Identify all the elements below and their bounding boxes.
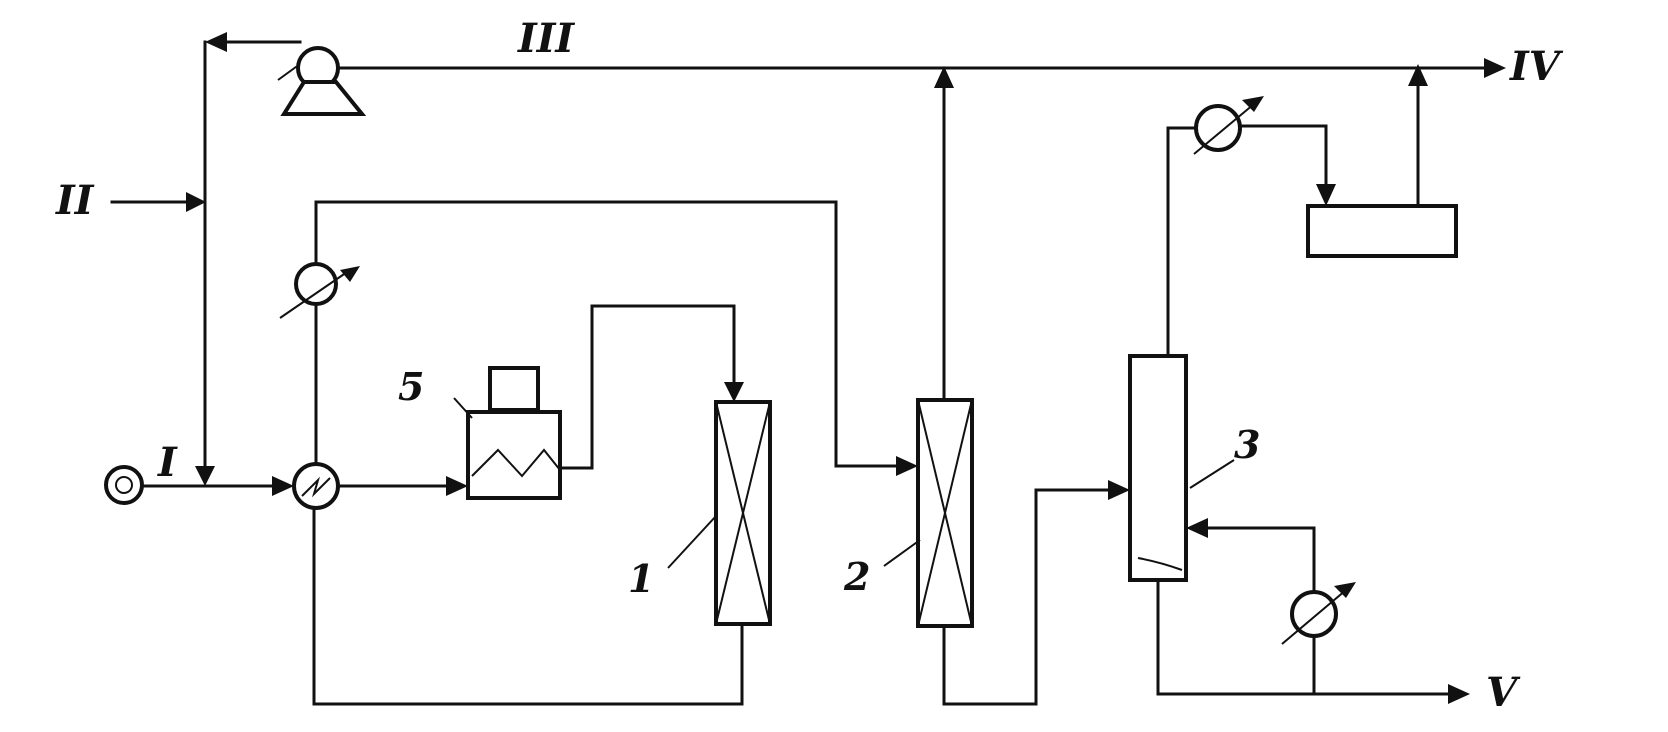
makeup-line bbox=[110, 192, 206, 212]
heat-exchanger bbox=[292, 462, 340, 510]
furnace-5 bbox=[466, 366, 562, 500]
stream-label-feed: I bbox=[157, 439, 178, 486]
recycle-return-arrow bbox=[205, 32, 227, 52]
stream-label-recycle: III bbox=[517, 15, 575, 62]
feed-arrow bbox=[272, 476, 294, 496]
label-furnace-5: 5 bbox=[398, 364, 424, 409]
recycle-compressor bbox=[277, 46, 367, 116]
stream-label-makeup: II bbox=[55, 177, 95, 224]
feed-pump bbox=[104, 465, 144, 505]
column-3 bbox=[1128, 354, 1188, 582]
iv-arrow bbox=[1484, 58, 1506, 78]
mix-arrow bbox=[195, 466, 215, 486]
condenser bbox=[1193, 96, 1264, 155]
recycle-line bbox=[195, 32, 1506, 486]
label-reactor-2: 2 bbox=[843, 554, 870, 599]
stream-label-liquid-product: V bbox=[1486, 669, 1521, 716]
reactor-2 bbox=[916, 398, 974, 628]
label-reactor-1: 1 bbox=[628, 556, 654, 601]
stream-label-gas-product: IV bbox=[1509, 43, 1564, 90]
cooler-left bbox=[279, 262, 360, 319]
label-column-3: 3 bbox=[1234, 422, 1260, 467]
reactor-1 bbox=[714, 400, 772, 626]
reboiler bbox=[1281, 582, 1356, 645]
reflux-drum bbox=[1306, 204, 1458, 258]
